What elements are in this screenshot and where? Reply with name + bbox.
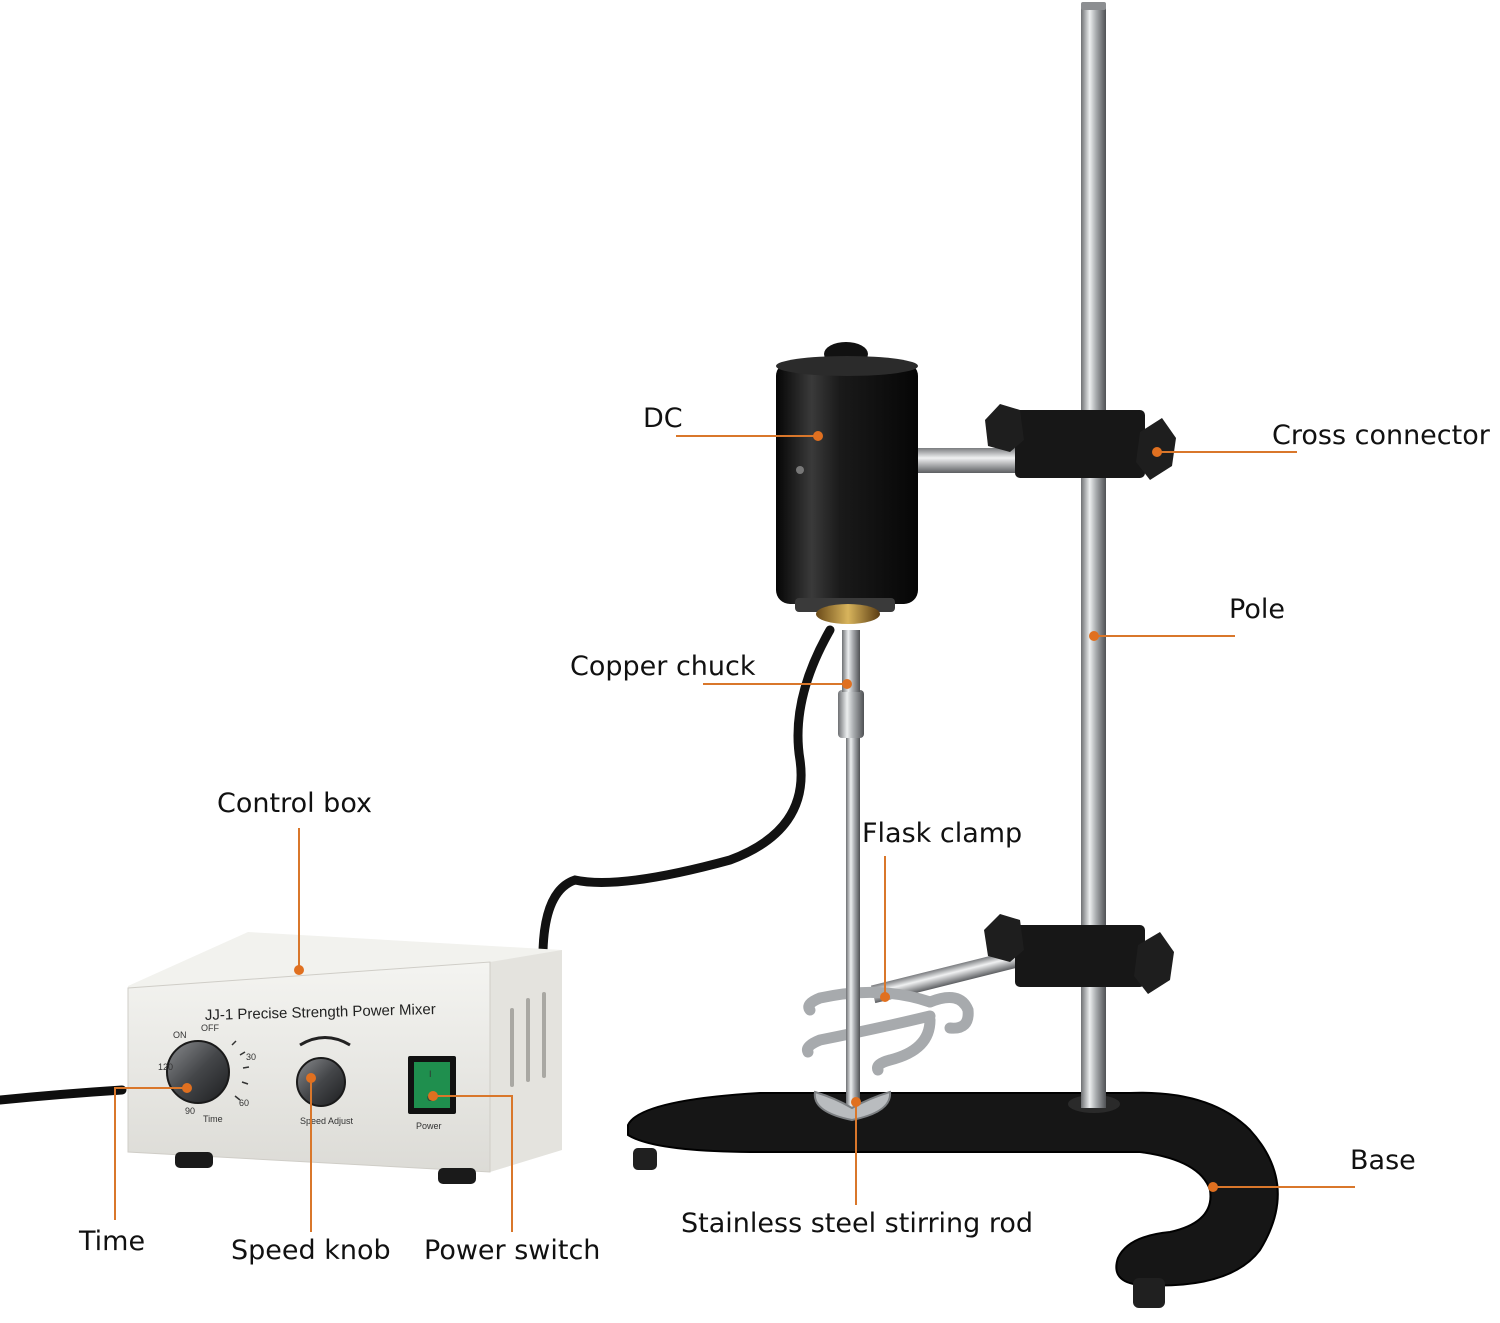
leader-dot [1089, 631, 1099, 641]
motor-cable [538, 625, 835, 955]
cross-connector-upper [1015, 410, 1145, 478]
cross-connector-knob-right [1134, 932, 1174, 994]
leader-dot [306, 1073, 316, 1083]
label-dc: DC [643, 403, 683, 434]
stirring-rod [846, 735, 860, 1110]
control-box-top [128, 932, 562, 992]
motor-top [776, 356, 918, 376]
speed-scale-arc [299, 1036, 351, 1047]
leader-dot [428, 1091, 438, 1101]
control-box-foot [175, 1152, 213, 1168]
leader-lines [114, 435, 1355, 1232]
leader-time [114, 1087, 187, 1220]
timer-off-label: OFF [201, 1023, 219, 1033]
leader-dot [851, 1097, 861, 1107]
label-copper-chuck: Copper chuck [570, 651, 756, 682]
base-foot [633, 1148, 657, 1170]
label-cross-connector: Cross connector [1272, 420, 1490, 451]
timer-90-label: 90 [185, 1106, 195, 1116]
leader-dot [182, 1083, 192, 1093]
label-stirring-rod: Stainless steel stirring rod [681, 1208, 1034, 1239]
cross-connector-knob-left [984, 914, 1024, 962]
leader-dot [842, 679, 852, 689]
timer-60-label: 60 [239, 1098, 249, 1108]
label-flask-clamp: Flask clamp [862, 818, 1023, 849]
motor-indicator [796, 466, 804, 474]
time-dial-scale [231, 1040, 250, 1101]
leader-dot [880, 992, 890, 1002]
cross-connector-lower [1015, 925, 1145, 987]
base [627, 1091, 1279, 1287]
chuck-coupling [838, 690, 864, 738]
timer-time-label: Time [203, 1114, 223, 1124]
label-power-switch: Power switch [424, 1235, 601, 1266]
label-speed-knob: Speed knob [231, 1235, 391, 1266]
leader-dot [294, 965, 304, 975]
pole-top [1081, 2, 1106, 10]
leader-dots [182, 431, 1218, 1192]
power-label: Power [416, 1121, 442, 1131]
timer-30-label: 30 [246, 1052, 256, 1062]
base-foot [1133, 1278, 1165, 1308]
label-control-box: Control box [217, 788, 372, 819]
label-base: Base [1350, 1145, 1416, 1176]
leader-power-switch [433, 1095, 513, 1232]
speed-knob[interactable] [296, 1057, 346, 1107]
speed-adjust-label: Speed Adjust [300, 1116, 354, 1126]
chuck-shaft [842, 630, 860, 692]
leader-dot [1208, 1182, 1218, 1192]
stirring-paddle [813, 1090, 892, 1122]
leader-dot [813, 431, 823, 441]
copper-chuck-flange [816, 604, 880, 624]
switch-on-mark: I [429, 1069, 432, 1079]
flask-clamp [802, 986, 974, 1076]
motor-body [776, 362, 918, 604]
label-pole: Pole [1229, 594, 1285, 625]
label-time: Time [79, 1226, 146, 1257]
pole [1081, 6, 1106, 1108]
timer-on-label: ON [173, 1030, 187, 1040]
leader-dot [1152, 447, 1162, 457]
cross-connector-knob-left [985, 404, 1024, 452]
vent-slots [510, 992, 546, 1087]
time-knob[interactable] [166, 1040, 230, 1104]
power-cord [0, 1085, 127, 1105]
panel-title: JJ-1 Precise Strength Power Mixer [205, 1001, 436, 1024]
timer-120-label: 120 [158, 1062, 173, 1072]
control-box-foot [438, 1168, 476, 1184]
